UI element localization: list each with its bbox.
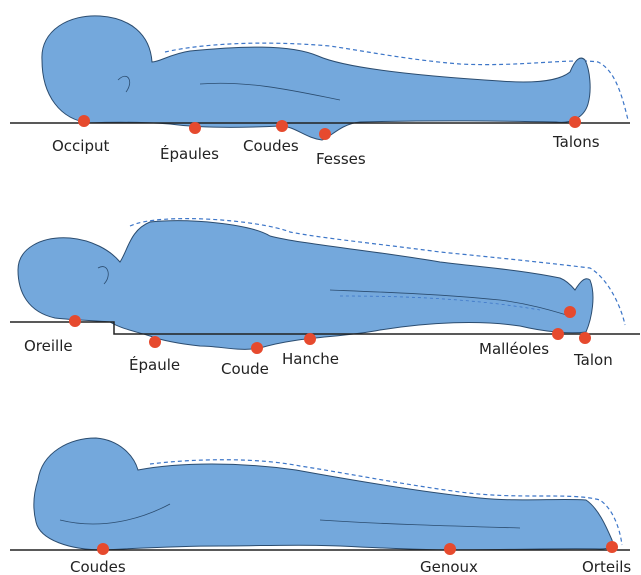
panel-lateral: Oreille Épaule Coude Hanche Malléoles Ta… (10, 219, 640, 378)
body-prone (34, 438, 613, 550)
label-oreille: Oreille (24, 337, 73, 355)
label-fesses: Fesses (316, 150, 366, 168)
pressure-point-epaule (149, 336, 161, 348)
pressure-point-oreille (69, 315, 81, 327)
label-coudes: Coudes (243, 137, 299, 155)
pressure-point-talon (579, 332, 591, 344)
label-coudes: Coudes (70, 558, 126, 575)
label-epaule: Épaule (129, 355, 180, 374)
panel-supine: Occiput Épaules Coudes Fesses Talons (10, 16, 630, 168)
label-talon: Talon (573, 351, 613, 369)
pressure-point-fesses (319, 128, 331, 140)
label-talons: Talons (552, 133, 600, 151)
label-hanche: Hanche (282, 350, 339, 368)
pressure-point-epaules (189, 122, 201, 134)
pressure-point-coude (251, 342, 263, 354)
label-malleoles: Malléoles (479, 340, 549, 358)
pressure-point-hanche (304, 333, 316, 345)
label-occiput: Occiput (52, 137, 109, 155)
pressure-point-talons (569, 116, 581, 128)
pressure-point-malleoles (552, 328, 564, 340)
pressure-point-coudes (276, 120, 288, 132)
pressure-point-coudes (97, 543, 109, 555)
panel-prone: Coudes Genoux Orteils (10, 438, 631, 575)
pressure-point-occiput (78, 115, 90, 127)
pressure-point-malleoles-top (564, 306, 576, 318)
label-genoux: Genoux (420, 558, 478, 575)
pressure-point-orteils (606, 541, 618, 553)
body-supine (42, 16, 590, 140)
label-orteils: Orteils (582, 558, 631, 575)
label-epaules: Épaules (160, 144, 219, 163)
label-coude: Coude (221, 360, 269, 378)
pressure-point-genoux (444, 543, 456, 555)
body-lateral (18, 221, 593, 350)
